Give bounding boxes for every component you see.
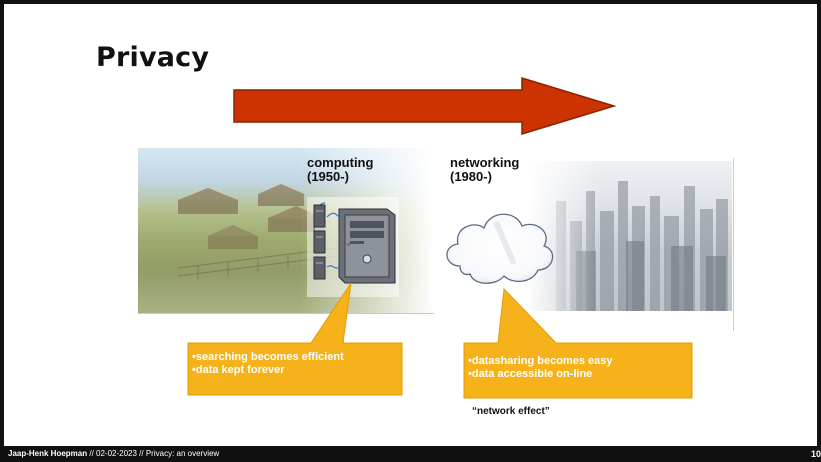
- callout-shapes: [187, 282, 693, 399]
- city-image: [526, 161, 732, 311]
- server-icon: [307, 197, 399, 297]
- computing-label: computing: [307, 155, 374, 170]
- networking-heading: networking (1980-): [450, 156, 519, 184]
- village-baseline: [138, 313, 434, 314]
- callout-left-line1: •searching becomes efficient: [192, 351, 344, 363]
- callout-left-line2: •data kept forever: [192, 364, 285, 376]
- callout-right: •datasharing becomes easy •data accessib…: [468, 355, 612, 381]
- callout-right-shape: [463, 287, 693, 399]
- city-divider: [733, 158, 734, 331]
- footer-bar: Jaap-Henk Hoepman // 02-02-2023 // Priva…: [0, 446, 821, 462]
- computing-years: (1950-): [307, 169, 349, 184]
- callout-left: •searching becomes efficient •data kept …: [192, 351, 344, 377]
- computing-heading: computing (1950-): [307, 156, 373, 184]
- timeline-arrow: [233, 76, 617, 136]
- slide-title: Privacy: [96, 42, 210, 73]
- networking-label: networking: [450, 155, 520, 170]
- callout-right-line2: •data accessible on-line: [468, 368, 593, 380]
- network-effect-quote: “network effect”: [472, 406, 550, 417]
- footer-meta: // 02-02-2023 // Privacy: an overview: [87, 449, 220, 458]
- page-number: 10: [810, 449, 821, 459]
- callout-right-line1: •datasharing becomes easy: [468, 355, 613, 367]
- cloud-icon: [446, 213, 554, 284]
- footer-text: Jaap-Henk Hoepman // 02-02-2023 // Priva…: [8, 446, 219, 462]
- callout-left-shape: [187, 282, 403, 396]
- networking-years: (1980-): [450, 169, 492, 184]
- footer-author: Jaap-Henk Hoepman: [8, 449, 88, 458]
